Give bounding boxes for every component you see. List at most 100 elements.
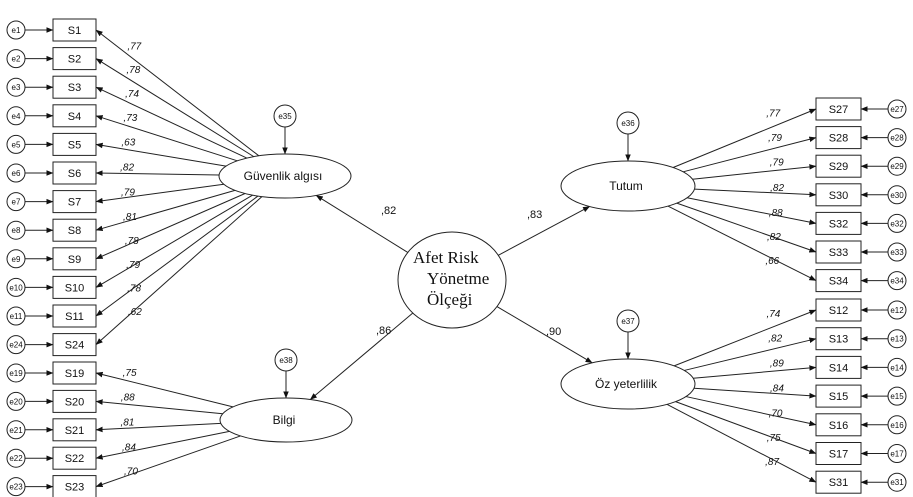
loading-value: ,82 [767,232,781,243]
structural-path-arrow [315,194,409,253]
indicator-label: S5 [68,139,81,151]
loading-arrow [95,399,223,415]
error-term-label: e2 [12,55,21,64]
indicator-box [52,75,97,99]
indicator-box [52,218,97,242]
loading-arrow [684,337,817,371]
indicator-box [815,126,862,150]
error-term-label: e30 [890,191,904,200]
structural-path-value: ,83 [527,209,542,221]
loading-arrow [95,29,260,157]
disturbance-circle [274,348,298,372]
indicator-box [52,304,97,328]
loading-arrow [95,422,221,433]
disturbance-circle [273,104,297,128]
disturbance-circle [616,111,640,135]
loading-value: ,82 [120,162,134,173]
disturbance-label: e37 [621,317,635,326]
indicator-box [52,132,97,156]
loading-value: ,73 [123,113,137,124]
indicator-box [52,104,97,128]
loading-value: ,88 [121,393,135,404]
loading-value: ,79 [768,133,782,144]
loading-value: ,63 [121,137,135,148]
loading-value: ,70 [769,409,783,420]
indicator-box [52,190,97,214]
loading-value: ,84 [122,442,136,453]
indicator-label: S27 [829,104,849,116]
error-term-circle [6,220,26,240]
loading-arrow [95,435,241,488]
loading-arrow [683,136,817,173]
structural-paths: ,82,86,83,90 [309,194,593,400]
indicator-box [815,269,862,293]
structural-path-value: ,82 [381,205,396,217]
error-term-label: e14 [890,363,904,372]
loading-arrow [692,164,817,180]
indicator-label: S32 [829,218,849,230]
loading-value: ,82 [770,183,784,194]
latent-factor-label: Güvenlik algısı [244,169,323,183]
indicator-label: S8 [68,225,81,237]
loading-value: ,88 [769,208,783,219]
loading-value: ,84 [770,384,784,395]
loading-arrow [95,194,253,288]
indicator-label: S6 [68,168,81,180]
indicator-label: S21 [65,425,85,437]
error-term-label: e23 [9,483,23,492]
error-term-label: e11 [10,312,23,321]
error-term-label: e12 [890,306,904,315]
loading-arrow [95,189,236,232]
error-term-label: e4 [12,112,21,121]
error-term-circle [6,306,26,326]
error-term-circle [887,415,907,435]
error-term-circle [887,242,907,262]
error-term-label: e28 [890,134,904,143]
loading-arrow [672,108,817,168]
loading-value: ,87 [765,457,779,468]
error-term-label: e6 [12,169,21,178]
factor-tutum: e27S27,77e28S28,79e29S29,79e30S30,82e32S… [560,97,907,293]
error-term-circle [887,128,907,148]
indicator-box [815,327,862,351]
error-term-circle [6,249,26,269]
structural-path-value: ,90 [546,326,561,338]
loading-value: ,82 [768,333,782,344]
loading-value: ,78 [127,283,141,294]
error-term-label: e17 [890,450,904,459]
indicator-box [815,442,862,465]
indicator-label: S16 [829,420,849,432]
loading-value: ,79 [121,187,135,198]
error-term-label: e20 [9,397,23,406]
loading-arrow [95,115,238,162]
error-term-circle [887,329,907,349]
error-term-label: e29 [890,162,904,171]
error-term-circle [887,271,907,291]
indicator-box [815,183,862,207]
indicator-label: S13 [829,334,849,346]
indicator-box [815,240,862,264]
loading-arrow [95,196,263,345]
error-term-circle [6,477,26,497]
factor-oz: e12S12,74e13S13,82e14S14,89e15S15,84e16S… [560,298,907,494]
indicator-label: S12 [829,305,849,317]
central-latent-ellipse [397,231,507,329]
error-term-label: e27 [890,105,904,114]
error-term-circle [887,444,907,463]
indicator-label: S19 [65,368,85,380]
indicator-box [52,418,97,442]
central-label-line-3: Ölçeği [427,290,473,309]
error-term-circle [6,20,26,40]
indicator-label: S30 [829,190,849,202]
loading-arrow [95,170,220,176]
error-term-circle [887,185,907,205]
loading-value: ,66 [765,256,779,267]
error-term-label: e34 [890,277,904,286]
indicator-box [52,361,97,385]
loading-arrow [676,202,817,253]
indicator-label: S15 [829,391,849,403]
loading-arrow [694,188,817,198]
loading-value: ,81 [123,212,137,223]
